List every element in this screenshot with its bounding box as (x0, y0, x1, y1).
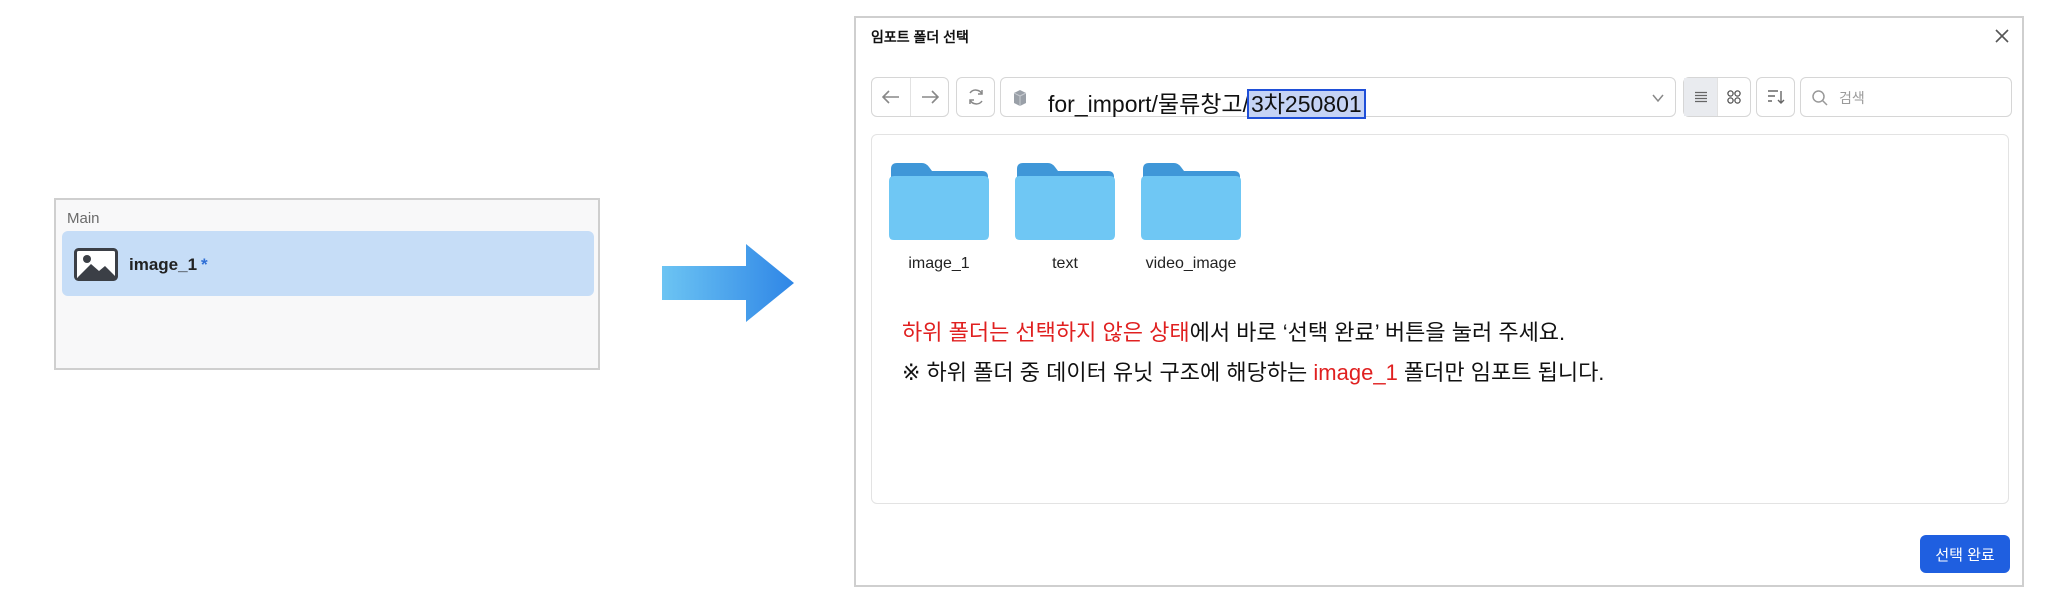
back-arrow-icon (882, 90, 899, 104)
import-folder-dialog: 임포트 폴더 선택 for_ (854, 16, 2024, 587)
search-input[interactable] (1837, 86, 2006, 110)
structure-item-image-1[interactable]: image_1* (62, 231, 594, 296)
path-text[interactable]: for_import/물류창고/3차250801 (1048, 85, 1366, 119)
close-button[interactable] (1990, 24, 2014, 48)
structure-item-label: image_1* (129, 255, 208, 274)
folder-icon (1141, 163, 1241, 240)
refresh-icon (968, 89, 983, 105)
forward-button[interactable] (910, 78, 948, 116)
grid-view-button[interactable] (1717, 78, 1750, 116)
folder-item[interactable]: text (1010, 161, 1120, 272)
history-nav (871, 77, 949, 117)
chevron-down-icon[interactable] (1651, 92, 1665, 104)
folder-icon (889, 163, 989, 240)
folder-icon (1015, 163, 1115, 240)
path-selected-segment: 3차250801 (1246, 89, 1366, 119)
view-mode-toggle (1683, 77, 1751, 117)
arrow-right-icon (662, 244, 794, 322)
sort-button[interactable] (1757, 78, 1794, 116)
image-icon (74, 248, 118, 281)
folder-content-panel: image_1 text video_image 하위 폴더는 선택하지 않은 … (871, 134, 2009, 504)
database-icon (1013, 90, 1027, 106)
structure-title: Main (67, 210, 100, 227)
required-marker: * (201, 255, 208, 274)
sort-group (1756, 77, 1795, 117)
list-view-icon (1694, 91, 1707, 103)
folder-name: image_1 (908, 255, 970, 272)
refresh-button[interactable] (957, 78, 994, 116)
grid-view-icon (1727, 90, 1741, 104)
confirm-selection-button[interactable]: 선택 완료 (1920, 535, 2010, 573)
sort-icon (1767, 90, 1784, 104)
instruction-line-2: ※ 하위 폴더 중 데이터 유닛 구조에 해당하는 image_1 폴더만 임포… (902, 360, 1605, 385)
forward-arrow-icon (921, 90, 939, 104)
back-button[interactable] (872, 78, 910, 116)
folder-item[interactable]: video_image (1136, 161, 1246, 272)
search-field[interactable] (1800, 77, 2012, 117)
structure-panel: Main image_1* (54, 198, 600, 370)
dialog-title: 임포트 폴더 선택 (871, 29, 969, 45)
close-icon (1995, 29, 2009, 43)
folder-name: video_image (1145, 255, 1237, 272)
instruction-line-1: 하위 폴더는 선택하지 않은 상태에서 바로 ‘선택 완료’ 버튼을 눌러 주세… (902, 320, 1566, 345)
path-field[interactable]: for_import/물류창고/3차250801 (1000, 77, 1676, 119)
path-prefix: for_import/물류창고/ (1048, 91, 1249, 117)
folder-name: text (1052, 255, 1078, 272)
search-icon (1812, 90, 1828, 106)
refresh-group (956, 77, 995, 117)
list-view-button[interactable] (1684, 78, 1718, 116)
folder-item[interactable]: image_1 (884, 161, 994, 272)
